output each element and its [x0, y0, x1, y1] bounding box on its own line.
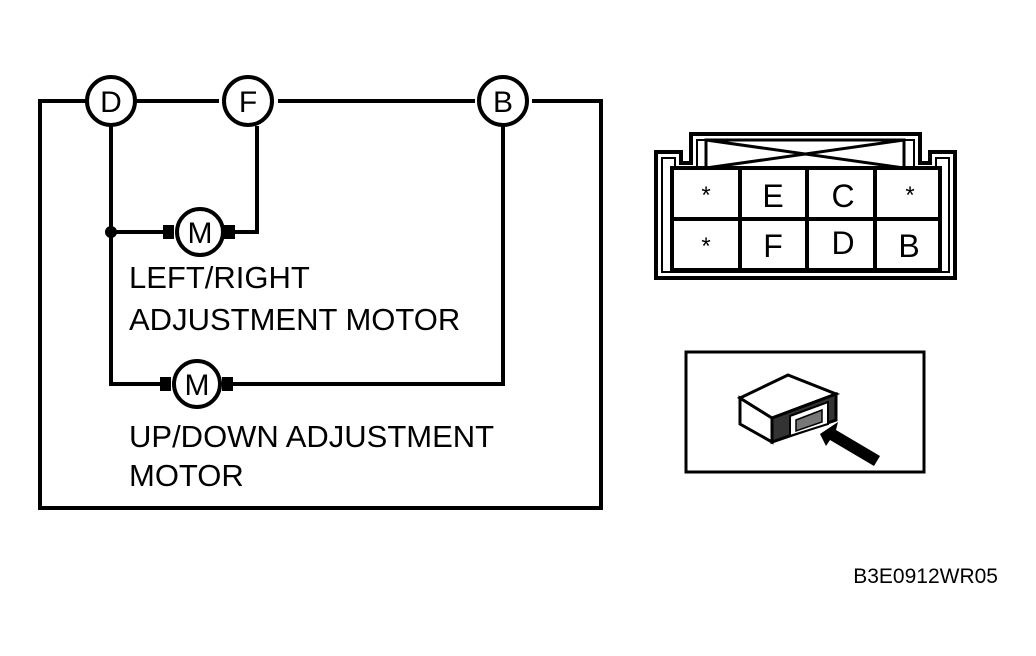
connector-face [654, 132, 957, 280]
terminal-b-label: B [493, 86, 513, 119]
left-right-motor-label-line1: LEFT/RIGHT [129, 260, 310, 295]
left-right-motor-label-line2: ADJUSTMENT MOTOR [129, 302, 460, 337]
left-right-motor-symbol: M [188, 217, 213, 250]
terminal-d: D [85, 75, 137, 127]
pin-top-1: * [701, 182, 710, 209]
outer-wire-loop [38, 99, 603, 510]
connector-locator-icon [684, 350, 926, 474]
pin-bottom-2: F [763, 228, 783, 264]
wire-f-down [234, 126, 259, 234]
terminal-d-label: D [100, 86, 122, 119]
up-down-motor-symbol: M [185, 369, 210, 402]
terminal-b: B [477, 75, 529, 127]
pin-top-4: * [905, 182, 914, 209]
terminal-f-label: F [239, 86, 257, 119]
junction-dot [105, 226, 117, 238]
pin-bottom-4: B [898, 228, 919, 264]
up-down-motor-label-line2: MOTOR [129, 458, 244, 493]
left-right-motor: M [163, 207, 235, 257]
pin-top-2: E [762, 178, 783, 214]
pin-bottom-1: * [701, 233, 710, 260]
wire-d-down [109, 126, 163, 386]
up-down-motor: M [160, 359, 233, 409]
terminal-f: F [222, 75, 274, 127]
figure-code: B3E0912WR05 [853, 565, 998, 588]
up-down-motor-label-line1: UP/DOWN ADJUSTMENT [129, 419, 494, 454]
circuit [38, 99, 603, 510]
pin-bottom-3: D [831, 225, 854, 261]
pin-top-3: C [831, 178, 854, 214]
wire-b-down [232, 126, 505, 386]
